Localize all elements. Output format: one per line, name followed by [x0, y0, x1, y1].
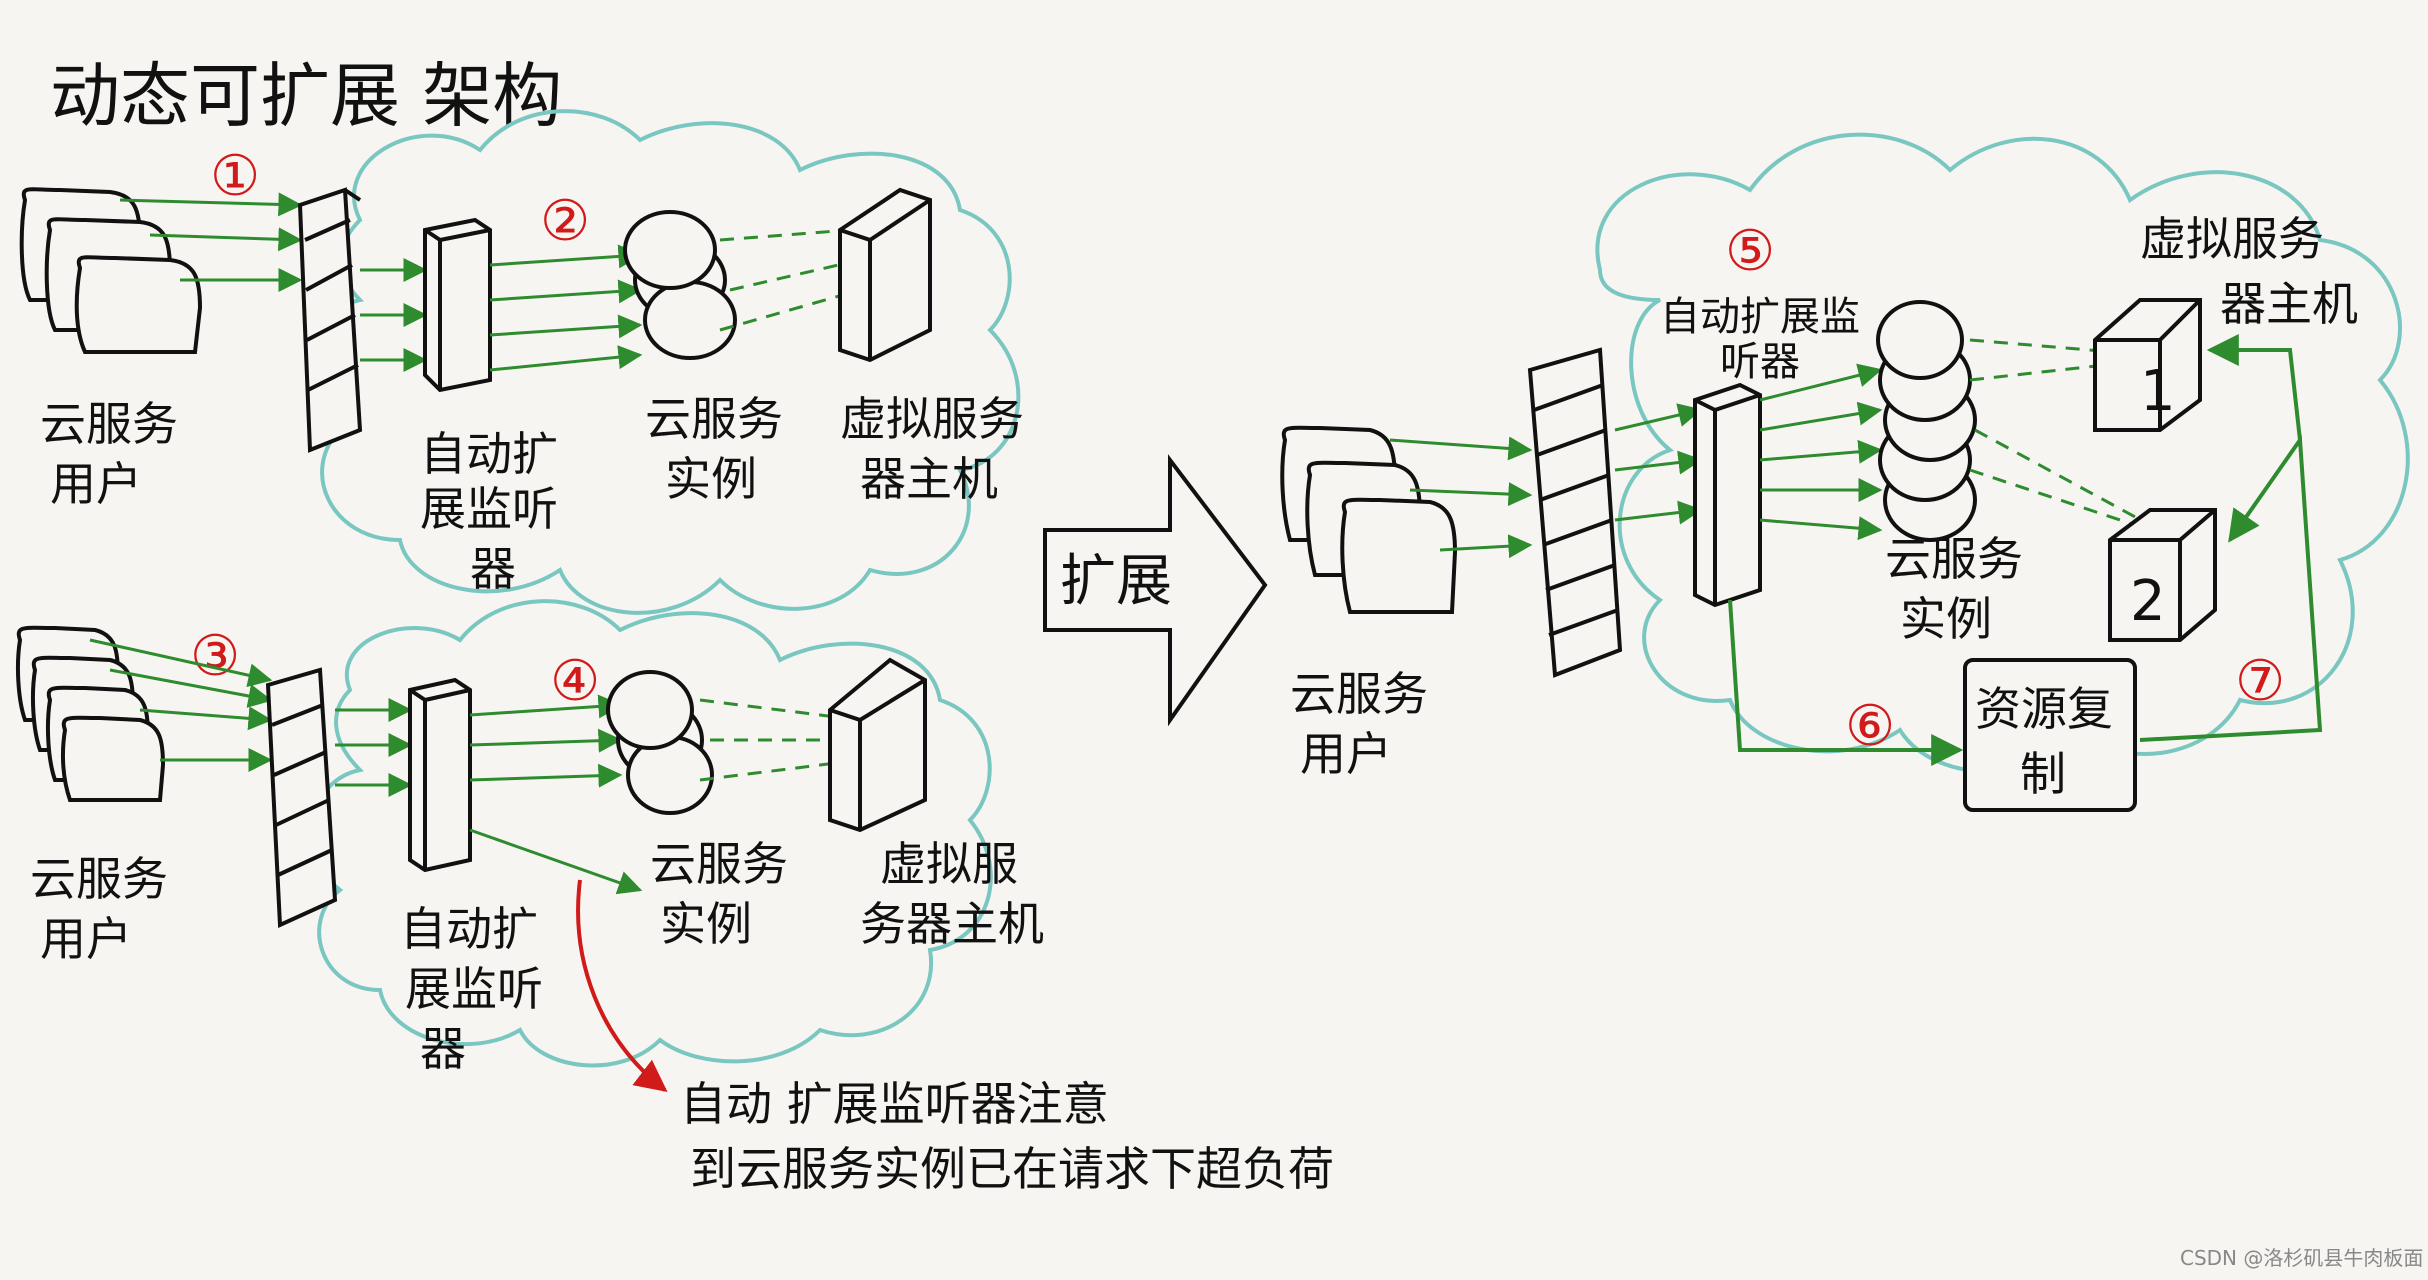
request-arrows — [119, 192, 303, 292]
expand-arrow: 扩展 — [1043, 454, 1268, 727]
marker-6: ⑥ — [1845, 694, 1895, 759]
marker-1: ① — [210, 144, 260, 209]
cloud-panel-1 — [309, 109, 1021, 615]
virtual-server-host — [838, 187, 932, 363]
listener-label-line2: 展监听 — [420, 482, 558, 536]
users-icon — [15, 625, 166, 802]
host-label-line1: 虚拟服务 — [2140, 212, 2324, 266]
users-label-line2: 用户 — [50, 457, 142, 511]
load-balancer — [297, 187, 363, 453]
marker-4: ④ — [550, 649, 600, 714]
listener-label-line3: 器 — [470, 542, 516, 596]
note-line2: 到云服务实例已在请求下超负荷 — [690, 1142, 1334, 1196]
host-label-line2: 务器主机 — [860, 897, 1044, 951]
panel-2: 云服务 用户 ③ 自动扩 展监听 器 ④ — [15, 624, 1334, 1196]
host-label-line2: 器主机 — [2220, 277, 2358, 331]
cloud-panel-2 — [309, 599, 993, 1068]
load-balancer — [1527, 347, 1623, 678]
replication-label-line1: 资源复 — [1975, 682, 2113, 736]
note-arrow — [576, 879, 668, 1092]
instances-label-line2: 实例 — [660, 897, 752, 951]
diagram-title: 动态可扩展 架构 — [50, 55, 562, 137]
instances-label-line1: 云服务 — [1885, 532, 2023, 586]
users-label-line1: 云服务 — [40, 397, 178, 451]
marker-7: ⑦ — [2235, 649, 2285, 714]
marker-2: ② — [540, 189, 590, 254]
virtual-host-1 — [2093, 298, 2202, 432]
service-instances — [623, 210, 737, 360]
resource-replication-box: 资源复 制 — [1963, 658, 2137, 812]
virtual-server-host — [828, 657, 927, 833]
host-label-line1: 虚拟服 — [880, 837, 1018, 891]
replication-label-line2: 制 — [2020, 747, 2066, 801]
auto-scaling-listener — [408, 677, 472, 873]
listener-label-line2: 听器 — [1720, 339, 1800, 385]
users-icon — [1280, 425, 1458, 614]
instances-label-line2: 实例 — [1900, 592, 1992, 646]
expand-label: 扩展 — [1060, 549, 1172, 614]
marker-5: ⑤ — [1725, 219, 1775, 284]
listener-label-line3: 器 — [420, 1022, 466, 1076]
auto-scaling-listener — [423, 217, 492, 393]
host-1-label: 1 — [2140, 359, 2176, 424]
users-label-line1: 云服务 — [1290, 667, 1428, 721]
host-2-label: 2 — [2130, 569, 2166, 634]
users-label-line2: 用户 — [40, 912, 132, 966]
watermark: CSDN @洛杉矶县牛肉板面 — [2180, 1246, 2423, 1270]
service-instances — [1876, 300, 1977, 542]
panel-1: 云服务 用户 ① 自动扩 展监听 器 ② — [19, 144, 1024, 596]
instances-label-line1: 云服务 — [650, 837, 788, 891]
virtual-host-2 — [2108, 508, 2217, 642]
service-instances — [606, 670, 714, 815]
users-icon — [19, 187, 203, 354]
load-balancer — [265, 667, 338, 929]
note-line1: 自动 扩展监听器注意 — [680, 1077, 1109, 1131]
auto-scaling-listener — [1693, 382, 1762, 608]
instances-label-line1: 云服务 — [645, 392, 783, 446]
panel-3: 云服务 用户 ⑤ 自动扩展监 听器 — [1280, 212, 2358, 812]
host-label-line1: 虚拟服务 — [840, 392, 1024, 446]
listener-label-line1: 自动扩 — [400, 902, 538, 956]
cloud-panel-3 — [1595, 132, 2410, 774]
listener-label-line1: 自动扩 — [420, 427, 558, 481]
listener-label-line2: 展监听 — [405, 962, 543, 1016]
marker-3: ③ — [190, 624, 240, 689]
host-label-line2: 器主机 — [860, 452, 998, 506]
users-label-line2: 用户 — [1300, 727, 1392, 781]
listener-label-line1: 自动扩展监 — [1660, 294, 1860, 340]
instances-label-line2: 实例 — [665, 452, 757, 506]
users-label-line1: 云服务 — [30, 852, 168, 906]
replication-feedback — [1728, 334, 2323, 766]
